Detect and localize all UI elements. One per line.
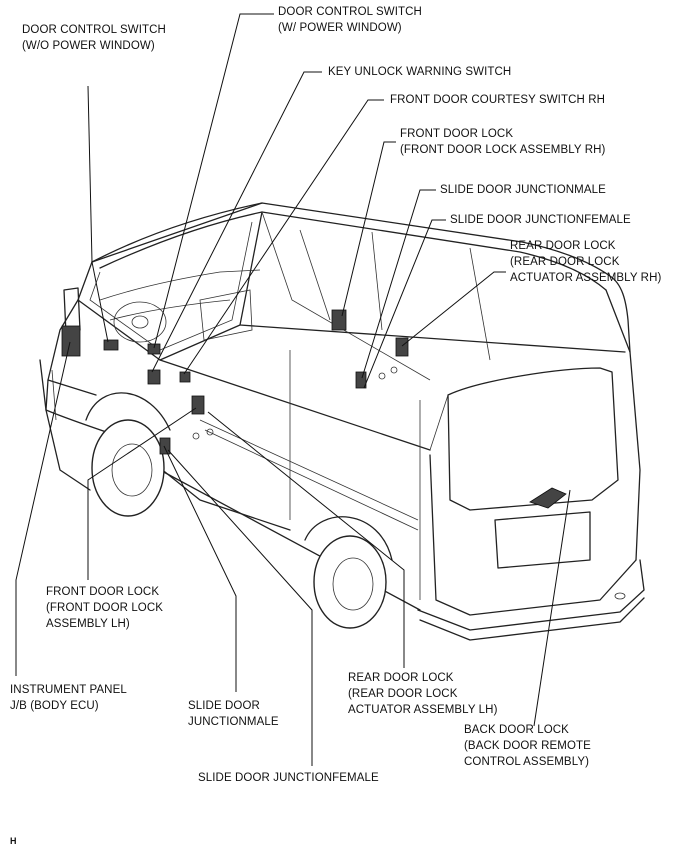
label-line: (REAR DOOR LOCK (348, 688, 458, 700)
label-line: SLIDE DOOR (188, 700, 260, 712)
label-line: (FRONT DOOR LOCK ASSEMBLY RH) (400, 144, 606, 156)
label-front-door-lock-lh: FRONT DOOR LOCK (FRONT DOOR LOCK ASSEMBL… (46, 584, 163, 632)
label-line: ASSEMBLY LH) (46, 618, 130, 630)
label-line: (W/O POWER WINDOW) (22, 40, 155, 52)
door-control-switch-wo (103, 339, 119, 351)
label-line: FRONT DOOR COURTESY SWITCH RH (390, 94, 606, 106)
back-door-lock (529, 487, 567, 509)
label-line: FRONT DOOR LOCK (400, 128, 514, 140)
slide-door-junction-male-rh (355, 371, 367, 389)
label-slide-door-junction-female-top: SLIDE DOOR JUNCTIONFEMALE (450, 212, 631, 228)
label-line: REAR DOOR LOCK (510, 240, 616, 252)
key-unlock-warning-switch (147, 369, 161, 385)
label-line: (BACK DOOR REMOTE (464, 740, 591, 752)
figure-code: H (10, 836, 17, 846)
label-line: (W/ POWER WINDOW) (278, 22, 402, 34)
label-line: J/B (BODY ECU) (10, 700, 99, 712)
label-rear-door-lock-lh: REAR DOOR LOCK (REAR DOOR LOCK ACTUATOR … (348, 670, 498, 718)
label-line: SLIDE DOOR JUNCTIONMALE (440, 184, 606, 196)
label-key-unlock-warning-switch: KEY UNLOCK WARNING SWITCH (328, 64, 511, 80)
label-slide-door-junction-male-bottom: SLIDE DOOR JUNCTIONMALE (188, 698, 279, 730)
label-back-door-lock: BACK DOOR LOCK (BACK DOOR REMOTE CONTROL… (464, 722, 591, 770)
front-door-lock-rh (331, 309, 347, 331)
label-line: ACTUATOR ASSEMBLY LH) (348, 704, 498, 716)
label-instrument-panel-jb: INSTRUMENT PANEL J/B (BODY ECU) (10, 682, 127, 714)
label-door-control-switch-w-power-window: DOOR CONTROL SWITCH (W/ POWER WINDOW) (278, 4, 422, 36)
slide-door-junction-lh (159, 437, 171, 455)
label-line: FRONT DOOR LOCK (46, 586, 160, 598)
label-rear-door-lock-rh: REAR DOOR LOCK (REAR DOOR LOCK ACTUATOR … (510, 238, 661, 286)
label-line: SLIDE DOOR JUNCTIONFEMALE (198, 772, 379, 784)
label-line: INSTRUMENT PANEL (10, 684, 127, 696)
label-line: (FRONT DOOR LOCK (46, 602, 164, 614)
label-line: JUNCTIONMALE (188, 716, 279, 728)
front-door-courtesy-switch-rh (179, 371, 191, 383)
label-line: KEY UNLOCK WARNING SWITCH (328, 66, 512, 78)
label-slide-door-junction-male-top: SLIDE DOOR JUNCTIONMALE (440, 182, 606, 198)
label-door-control-switch-wo-power-window: DOOR CONTROL SWITCH (W/O POWER WINDOW) (22, 22, 166, 54)
van-body (39, 202, 645, 641)
label-front-door-courtesy-switch-rh: FRONT DOOR COURTESY SWITCH RH (390, 92, 605, 108)
label-line: BACK DOOR LOCK (464, 724, 569, 736)
label-slide-door-junction-female-bottom: SLIDE DOOR JUNCTIONFEMALE (198, 770, 379, 786)
label-line: (REAR DOOR LOCK (510, 256, 620, 268)
label-line: DOOR CONTROL SWITCH (22, 24, 166, 36)
instrument-panel-jb (61, 325, 81, 357)
label-line: ACTUATOR ASSEMBLY RH) (510, 272, 662, 284)
label-line: SLIDE DOOR JUNCTIONFEMALE (450, 214, 631, 226)
label-line: CONTROL ASSEMBLY) (464, 756, 590, 768)
leader-lines (15, 13, 571, 766)
front-door-lock-lh (191, 395, 205, 415)
label-line: DOOR CONTROL SWITCH (278, 6, 422, 18)
component-parts (61, 309, 567, 509)
rear-door-lock-rh (395, 337, 409, 357)
door-control-switch-w (147, 343, 161, 355)
label-front-door-lock-rh: FRONT DOOR LOCK (FRONT DOOR LOCK ASSEMBL… (400, 126, 605, 158)
label-line: REAR DOOR LOCK (348, 672, 454, 684)
